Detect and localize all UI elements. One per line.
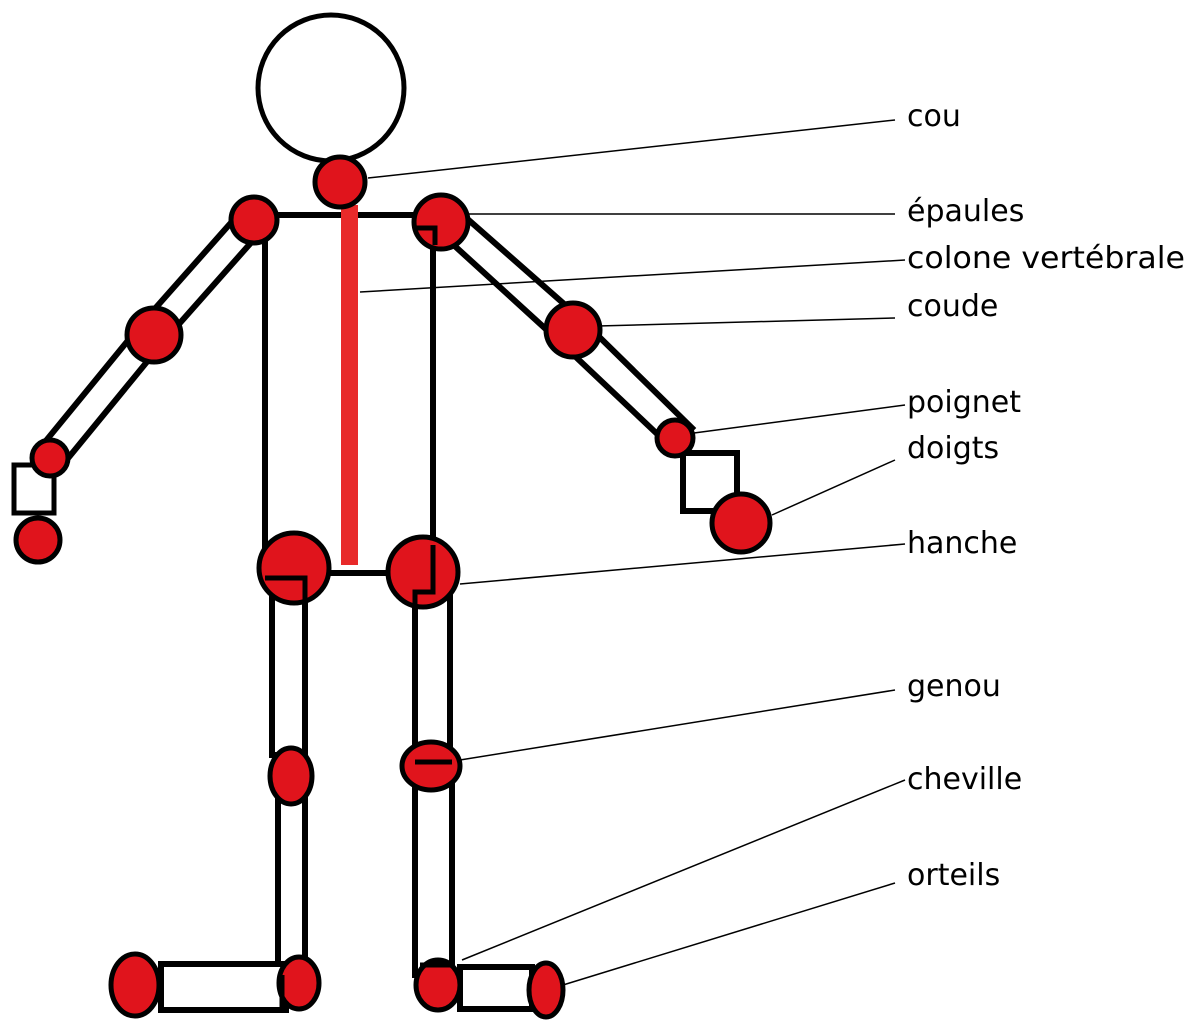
right-shoulder-joint	[411, 192, 471, 252]
left-knee-joint	[267, 745, 315, 807]
leader-orteils	[562, 882, 896, 986]
right-knee-joint	[399, 739, 463, 793]
joints	[13, 154, 773, 1020]
left-leg	[158, 577, 308, 1013]
label-colonne-vertebrale: colone vertébrale	[907, 241, 1185, 276]
leader-genou	[459, 689, 896, 761]
left-elbow-joint	[124, 305, 184, 365]
right-leg	[412, 587, 535, 1012]
leader-cheville	[461, 779, 906, 961]
right-wrist-joint	[654, 417, 696, 459]
leader-coude	[597, 317, 896, 327]
label-epaules: épaules	[907, 194, 1024, 229]
label-orteils: orteils	[907, 858, 1000, 893]
label-genou: genou	[907, 669, 1001, 704]
left-wrist-joint	[29, 437, 71, 479]
left-shoulder-joint	[228, 194, 280, 246]
right-fingers-joint	[709, 491, 773, 555]
left-hip-joint	[256, 530, 332, 606]
head-circle	[255, 12, 407, 164]
right-ankle-joint	[413, 957, 463, 1013]
overlap-marks	[265, 225, 455, 1008]
label-doigts: doigts	[907, 431, 999, 466]
label-cheville: cheville	[907, 762, 1022, 797]
right-toes-joint	[526, 960, 566, 1020]
label-cou: cou	[907, 99, 961, 134]
left-fingers-joint	[13, 515, 63, 565]
leader-doigts	[771, 459, 896, 516]
right-hip-joint	[385, 534, 461, 610]
leader-colonne	[359, 259, 906, 293]
spine	[341, 205, 358, 565]
leader-cou	[367, 119, 896, 179]
right-arm	[430, 203, 740, 514]
label-poignet: poignet	[907, 385, 1021, 420]
neck-joint	[312, 154, 368, 210]
leader-hanche	[459, 543, 906, 585]
left-ankle-joint	[276, 954, 322, 1012]
label-hanche: hanche	[907, 526, 1017, 561]
leader-lines	[359, 119, 906, 986]
right-elbow-joint	[543, 300, 603, 360]
label-coude: coude	[907, 289, 998, 324]
left-toes-joint	[108, 951, 162, 1019]
leader-poignet	[693, 404, 906, 434]
